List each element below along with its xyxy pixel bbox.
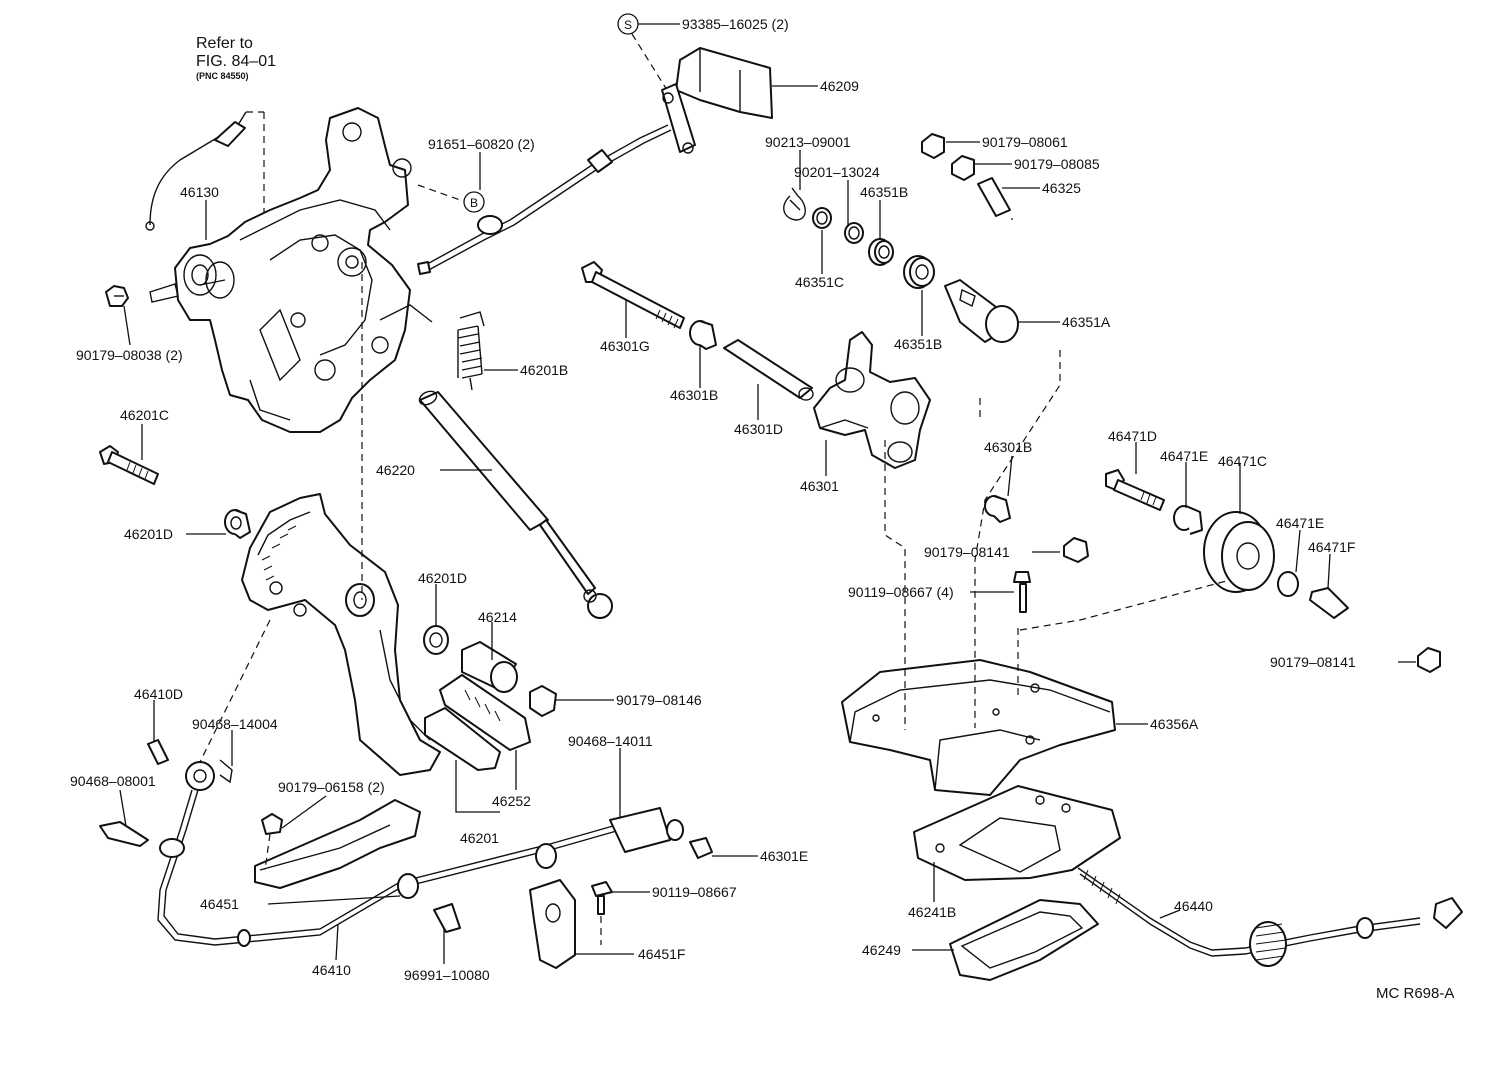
reference-note-line2: FIG. 84–01 [196, 53, 276, 70]
washers-drawing [812, 207, 864, 244]
part-label: 46201C [120, 407, 169, 423]
part-label: 90119–08667 [652, 884, 737, 900]
bushing-46351b-drawing [868, 238, 935, 289]
bracket-46301-drawing [813, 331, 931, 469]
clip-90213-09001-drawing [783, 187, 806, 221]
part-label: 46471D [1108, 428, 1157, 444]
part-label: 90468–14004 [192, 716, 278, 732]
part-label: 90179–08085 [1014, 156, 1100, 172]
part-label: 46241B [908, 904, 956, 920]
boot-46249-drawing [949, 899, 1099, 981]
part-label: 46351C [795, 274, 844, 290]
pad-46252-drawing [424, 674, 531, 771]
part-label: 46214 [478, 609, 517, 625]
part-label: 46471E [1276, 515, 1324, 531]
part-label: 90179–08141 [1270, 654, 1356, 670]
part-label: 46130 [180, 184, 219, 200]
clip-96991-10080-drawing [433, 903, 461, 933]
part-label: 46451 [200, 896, 239, 912]
damper-46220-drawing [418, 390, 613, 619]
lever-46351a-drawing [944, 279, 1019, 343]
part-label: 91651–60820 (2) [428, 136, 535, 152]
part-label: 90179–08146 [616, 692, 702, 708]
part-label: 90201–13024 [794, 164, 880, 180]
part-label: 46252 [492, 793, 531, 809]
nut-90179-08038-drawing [105, 285, 129, 307]
pin-46301e-drawing [689, 837, 713, 859]
symbol-b-text: B [470, 196, 478, 210]
symbol-b-circle [463, 191, 485, 213]
bracket-46451-drawing [254, 799, 421, 889]
plate-46241b-drawing [913, 785, 1121, 881]
release-cable-drawing [417, 33, 673, 275]
pedal-arm-46201-drawing [241, 262, 441, 776]
part-label: 46301B [984, 439, 1032, 455]
pedal-bracket-46130-drawing [149, 107, 461, 433]
bolt-46201c-drawing [99, 445, 159, 485]
part-label: 90468–14011 [568, 733, 653, 749]
leader-lines [119, 23, 1416, 964]
part-label: 46201D [418, 570, 467, 586]
part-label: 46351A [1062, 314, 1111, 330]
nut-90179-08141-drawing [1063, 537, 1441, 673]
symbol-b-marker: B [463, 191, 485, 213]
part-label: 46220 [376, 462, 415, 478]
part-label: 90213–09001 [765, 134, 851, 150]
part-label: 46356A [1150, 716, 1199, 732]
pipe-46301d-drawing [723, 339, 814, 401]
part-labels: 93385–16025 (2) 46209 91651–60820 (2) 90… [70, 16, 1356, 983]
part-label: 46471C [1218, 453, 1267, 469]
part-label: 90468–08001 [70, 773, 156, 789]
part-label: 46471F [1308, 539, 1355, 555]
bush-46301b-drawing [689, 320, 717, 350]
part-label: 46249 [862, 942, 901, 958]
bolt-46301g-drawing [581, 261, 685, 329]
reference-note: Refer to FIG. 84–01 (PNC 84550) [196, 35, 276, 81]
reference-note-line3: (PNC 84550) [196, 71, 249, 81]
nuts-top-right-drawing [921, 133, 1013, 220]
part-label: 46301E [760, 848, 808, 864]
part-label: 90179–08141 [924, 544, 1010, 560]
part-label: 93385–16025 (2) [682, 16, 789, 32]
connector-wire-drawing [145, 111, 265, 265]
bushing-46201d-left-drawing [224, 509, 251, 539]
part-label: 46301 [800, 478, 839, 494]
part-label: 46301G [600, 338, 650, 354]
spring-46201b-drawing [457, 311, 485, 391]
idler-46471-drawing [1105, 469, 1349, 619]
part-label: 46451F [638, 946, 685, 962]
part-label: 46325 [1042, 180, 1081, 196]
part-label: 46471E [1160, 448, 1208, 464]
part-label: 46410D [134, 686, 183, 702]
cable-46440-drawing [1077, 867, 1463, 967]
part-label: 46201D [124, 526, 173, 542]
part-label: 46301D [734, 421, 783, 437]
part-label: 96991–10080 [404, 967, 490, 983]
part-label: 46351B [860, 184, 908, 200]
bracket-46451f-drawing [529, 879, 613, 969]
part-label: 46201B [520, 362, 568, 378]
part-label: 90179–08038 (2) [76, 347, 183, 363]
bush-46301b-right-drawing [984, 495, 1011, 523]
part-label: 46440 [1174, 898, 1213, 914]
bracket-46209-drawing [661, 47, 773, 154]
cable-46410-drawing [157, 619, 684, 947]
part-label: 46351B [894, 336, 942, 352]
clips-90468-drawing [99, 739, 629, 847]
bolt-90119-08667-4-drawing [1013, 571, 1031, 613]
bushing-group-right-drawing [423, 625, 557, 717]
diagram-code: MC R698-A [1376, 985, 1454, 1002]
part-label: 90179–08061 [982, 134, 1068, 150]
reference-note-line1: Refer to [196, 35, 253, 52]
symbol-s-marker: S [617, 13, 639, 35]
base-46356a-drawing [841, 350, 1231, 796]
part-label: 46209 [820, 78, 859, 94]
part-label: 46201 [460, 830, 499, 846]
part-label: 46410 [312, 962, 351, 978]
part-label: 46301B [670, 387, 718, 403]
symbol-s-text: S [624, 18, 632, 32]
part-label: 90179–06158 (2) [278, 779, 385, 795]
part-label: 90119–08667 (4) [848, 584, 954, 600]
